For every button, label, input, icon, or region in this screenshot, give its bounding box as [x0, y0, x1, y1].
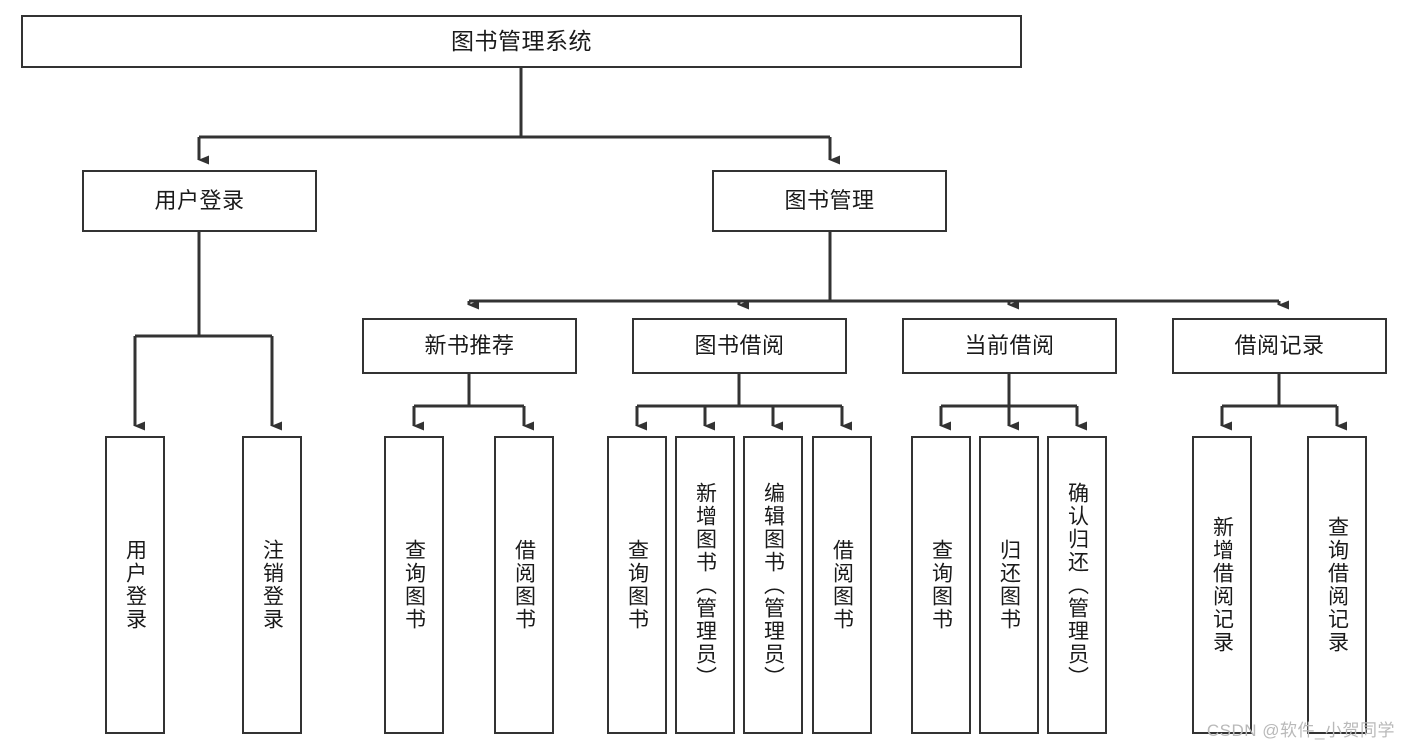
node-leaf-borrow-add-book-admin[interactable]: 新增图书（管理员）	[675, 436, 735, 734]
node-leaf-logout[interactable]: 注销登录	[242, 436, 302, 734]
node-borrow-records-label: 借阅记录	[1234, 332, 1325, 358]
node-leaf-borrow-borrow-book[interactable]: 借阅图书	[812, 436, 872, 734]
node-leaf-borrow-add-book-admin-label: 新增图书（管理员）	[693, 481, 717, 689]
node-leaf-current-confirm-return-admin-label: 确认归还（管理员）	[1065, 481, 1089, 689]
node-leaf-current-query-book[interactable]: 查询图书	[911, 436, 971, 734]
node-leaf-current-confirm-return-admin[interactable]: 确认归还（管理员）	[1047, 436, 1107, 734]
node-leaf-borrow-query-book[interactable]: 查询图书	[607, 436, 667, 734]
node-leaf-records-query-record[interactable]: 查询借阅记录	[1307, 436, 1367, 734]
node-leaf-newbook-query-book[interactable]: 查询图书	[384, 436, 444, 734]
node-book-borrow-label: 图书借阅	[694, 332, 785, 358]
node-root-label: 图书管理系统	[451, 28, 592, 55]
node-current-borrow[interactable]: 当前借阅	[902, 318, 1117, 374]
node-book-management[interactable]: 图书管理	[712, 170, 947, 232]
node-new-book-recommend[interactable]: 新书推荐	[362, 318, 577, 374]
node-borrow-records[interactable]: 借阅记录	[1172, 318, 1387, 374]
node-leaf-borrow-edit-book-admin-label: 编辑图书（管理员）	[761, 481, 785, 689]
node-book-borrow[interactable]: 图书借阅	[632, 318, 847, 374]
node-new-book-recommend-label: 新书推荐	[424, 332, 515, 358]
node-leaf-current-query-book-label: 查询图书	[929, 539, 953, 631]
node-leaf-newbook-borrow-book-label: 借阅图书	[512, 539, 536, 631]
node-leaf-newbook-query-book-label: 查询图书	[402, 539, 426, 631]
csdn-watermark: CSDN @软件_小贺同学	[1206, 721, 1395, 740]
node-leaf-current-return-book-label: 归还图书	[997, 539, 1021, 631]
node-leaf-logout-label: 注销登录	[260, 539, 284, 631]
node-leaf-records-query-record-label: 查询借阅记录	[1325, 516, 1349, 654]
node-leaf-records-add-record[interactable]: 新增借阅记录	[1192, 436, 1252, 734]
node-leaf-user-login-label: 用户登录	[123, 539, 147, 631]
node-current-borrow-label: 当前借阅	[964, 332, 1055, 358]
node-user-login-label: 用户登录	[154, 187, 245, 213]
node-leaf-records-add-record-label: 新增借阅记录	[1210, 516, 1234, 654]
node-user-login[interactable]: 用户登录	[82, 170, 317, 232]
node-leaf-borrow-borrow-book-label: 借阅图书	[830, 539, 854, 631]
node-leaf-borrow-query-book-label: 查询图书	[625, 539, 649, 631]
node-book-management-label: 图书管理	[784, 187, 875, 213]
node-leaf-borrow-edit-book-admin[interactable]: 编辑图书（管理员）	[743, 436, 803, 734]
node-leaf-current-return-book[interactable]: 归还图书	[979, 436, 1039, 734]
node-leaf-newbook-borrow-book[interactable]: 借阅图书	[494, 436, 554, 734]
node-root[interactable]: 图书管理系统	[21, 15, 1022, 68]
node-leaf-user-login[interactable]: 用户登录	[105, 436, 165, 734]
